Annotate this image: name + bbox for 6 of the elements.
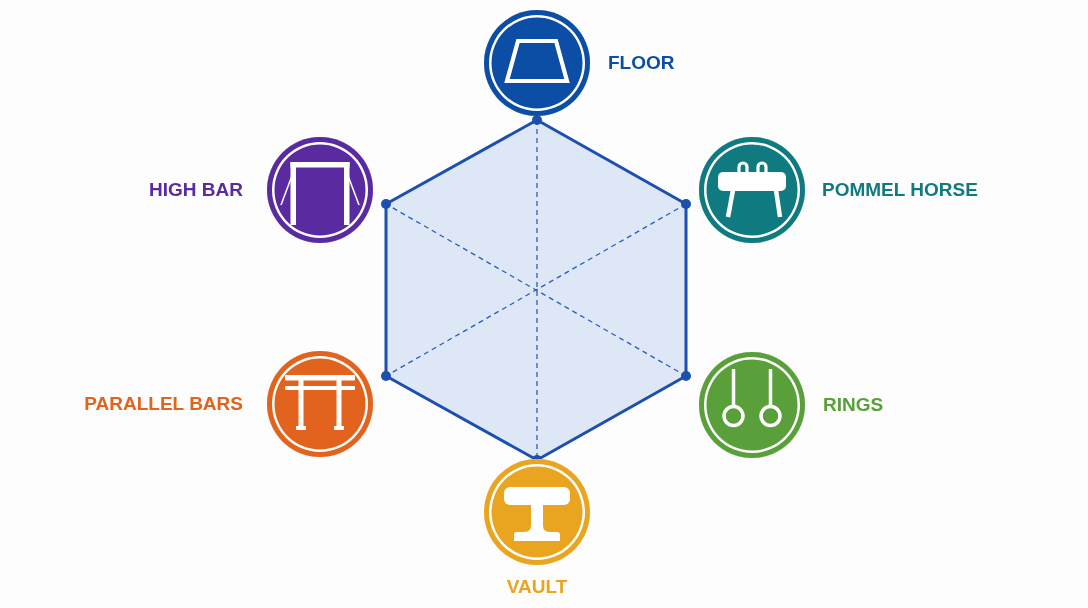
event-label: VAULT	[506, 576, 568, 598]
event-label: RINGS	[823, 394, 884, 416]
event-label: POMMEL HORSE	[822, 179, 978, 201]
event-label: PARALLEL BARS	[84, 393, 243, 415]
event-label: HIGH BAR	[149, 179, 243, 201]
event-label: FLOOR	[608, 52, 675, 74]
